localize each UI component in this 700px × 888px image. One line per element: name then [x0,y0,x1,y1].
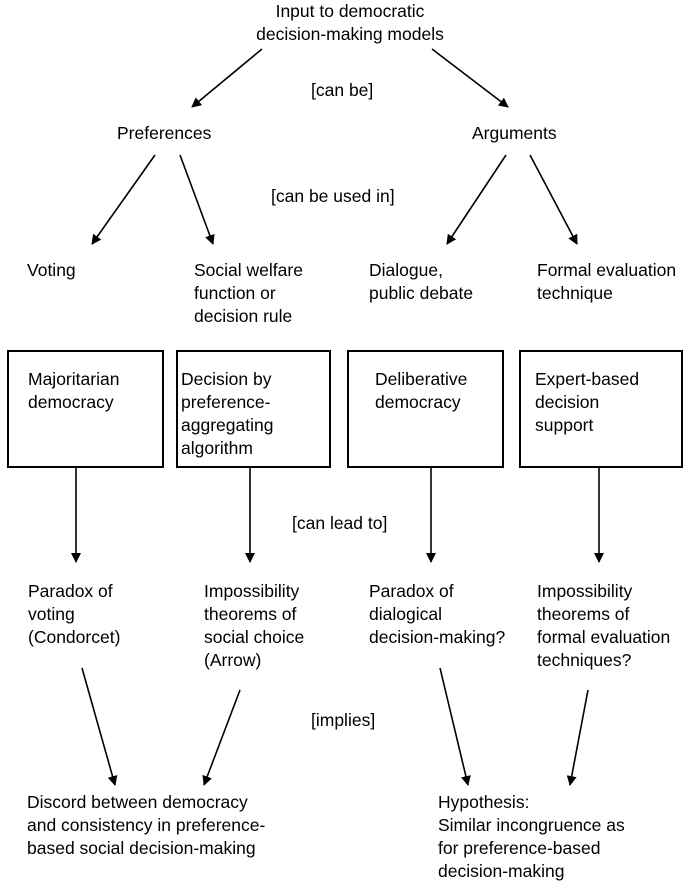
box-deliberative [347,350,504,468]
node-preferences: Preferences [117,123,212,143]
node-majoritarian: Majoritarian democracy [28,368,119,414]
arrow-preferences-to-voting [91,154,156,245]
node-impossibility-formal: Impossibility theorems of formal evaluat… [537,580,670,672]
node-dialogue: Dialogue, public debate [369,259,473,305]
impossibility-formal-line-2: theorems of [537,604,630,624]
impossibility-social-line-1: Impossibility [204,581,300,601]
dialogue-line-1: Dialogue, [369,260,443,280]
hypothesis-line-1: Hypothesis: [438,792,530,812]
node-arguments: Arguments [472,123,557,143]
arrow-root-to-preferences [191,48,263,108]
arrow-arguments-to-dialogue [446,154,507,245]
node-voting: Voting [27,259,76,282]
root-node: Input to democratic decision-making mode… [250,0,450,46]
node-social-welfare: Social welfare function or decision rule [194,259,303,328]
node-paradox-voting: Paradox of voting (Condorcet) [28,580,120,649]
node-discord: Discord between democracy and consistenc… [27,791,265,860]
voting-line-1: Voting [27,260,76,280]
node-formal-evaluation: Formal evaluation technique [537,259,676,305]
impossibility-social-line-2: theorems of [204,604,297,624]
arrow-impossibility-social-to-discord [202,689,241,786]
node-hypothesis: Hypothesis: Similar incongruence as for … [438,791,625,883]
arrow-paradox-dialogical-to-hypothesis [439,667,471,786]
discord-line-3: based social decision-making [27,838,256,858]
paradox-voting-line-3: (Condorcet) [28,627,121,647]
expert-line-3: support [535,415,594,435]
aggregating-line-2: preference- [181,392,271,412]
aggregating-line-3: aggregating [181,415,274,435]
social-welfare-line-3: decision rule [194,306,293,326]
majoritarian-line-1: Majoritarian [28,369,120,389]
impossibility-social-line-4: (Arrow) [204,650,262,670]
hypothesis-line-3: for preference-based [438,838,601,858]
social-welfare-line-2: function or [194,283,276,303]
impossibility-formal-line-3: formal evaluation [537,627,671,647]
root-line-1: Input to democratic [275,1,425,21]
arrow-root-to-arguments [431,48,509,108]
box-majoritarian [7,350,164,468]
discord-line-1: Discord between democracy [27,792,248,812]
paradox-dialogical-line-3: decision-making? [369,627,506,647]
root-line-2: decision-making models [256,24,444,44]
relation-implies: [implies] [311,710,376,730]
box-aggregating [176,350,331,468]
node-paradox-dialogical: Paradox of dialogical decision-making? [369,580,505,649]
impossibility-formal-line-4: techniques? [537,650,632,670]
discord-line-2: and consistency in preference- [27,815,266,835]
impossibility-formal-line-1: Impossibility [537,581,633,601]
node-aggregating: Decision by preference- aggregating algo… [181,368,273,460]
arrow-impossibility-formal-to-hypothesis [566,689,589,786]
box-expert [519,350,683,468]
paradox-dialogical-line-1: Paradox of [369,581,454,601]
formal-evaluation-line-2: technique [537,283,613,303]
deliberative-line-1: Deliberative [375,369,468,389]
deliberative-line-2: democracy [375,392,461,412]
dialogue-line-2: public debate [369,283,474,303]
node-expert: Expert-based decision support [535,368,639,437]
paradox-voting-line-2: voting [28,604,75,624]
node-impossibility-social: Impossibility theorems of social choice … [204,580,304,672]
arrow-paradox-voting-to-discord [81,667,118,786]
relation-can-be-used-in: [can be used in] [271,186,395,206]
hypothesis-line-2: Similar incongruence as [438,815,625,835]
social-welfare-line-1: Social welfare [194,260,303,280]
majoritarian-line-2: democracy [28,392,114,412]
relation-can-be: [can be] [311,80,374,100]
paradox-voting-line-1: Paradox of [28,581,113,601]
node-deliberative: Deliberative democracy [375,368,467,414]
formal-evaluation-line-1: Formal evaluation [537,260,677,280]
arrow-arguments-to-formal-evaluation [529,154,578,245]
paradox-dialogical-line-2: dialogical [369,604,442,624]
impossibility-social-line-3: social choice [204,627,305,647]
arrow-preferences-to-social-welfare [179,154,215,245]
aggregating-line-1: Decision by [181,369,272,389]
hypothesis-line-4: decision-making [438,861,565,881]
relation-can-lead-to: [can lead to] [292,513,388,533]
expert-line-1: Expert-based [535,369,640,389]
aggregating-line-4: algorithm [181,438,253,458]
expert-line-2: decision [535,392,600,412]
